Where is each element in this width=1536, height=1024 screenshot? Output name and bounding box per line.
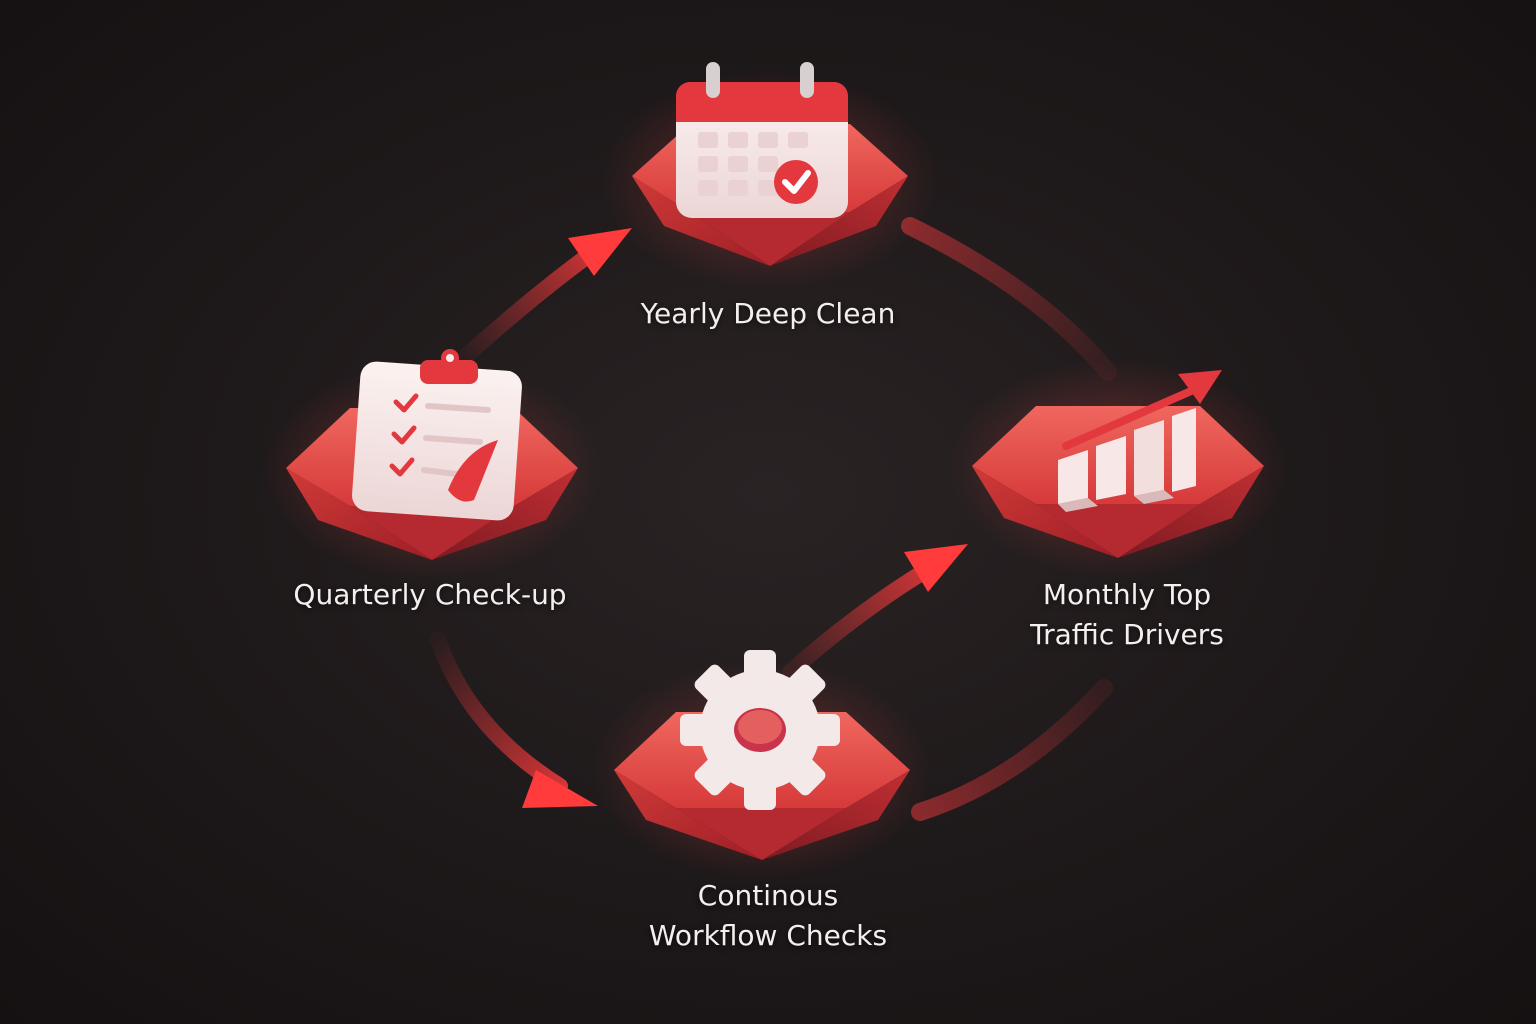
arrowhead-icon xyxy=(904,544,968,592)
label-line: Quarterly Check-up xyxy=(293,578,567,611)
label-monthly-top-traffic-drivers: Monthly Top Traffic Drivers xyxy=(927,575,1327,655)
edge-quarterly-to-continuous xyxy=(430,632,598,808)
edge-quarterly-to-yearly xyxy=(458,228,632,364)
node-yearly xyxy=(600,62,940,290)
label-line: Workflow Checks xyxy=(648,919,888,952)
node-monthly xyxy=(948,358,1288,578)
edge-yearly-to-monthly xyxy=(901,217,1117,381)
edge-continuous-to-monthly xyxy=(782,544,968,680)
arrowhead-icon xyxy=(568,228,632,276)
node-continuous xyxy=(592,650,932,880)
edge-monthly-to-continuous xyxy=(911,679,1113,821)
label-line: Monthly Top xyxy=(1042,578,1212,611)
gear-icon xyxy=(680,650,840,810)
node-quarterly xyxy=(262,349,602,580)
bar-chart-growth-icon xyxy=(1058,370,1222,512)
label-continuous-workflow-checks: Continous Workflow Checks xyxy=(568,876,968,956)
label-line: Yearly Deep Clean xyxy=(640,297,896,330)
clipboard-checklist-icon xyxy=(352,349,522,521)
label-line: Continous xyxy=(697,879,839,912)
label-yearly-deep-clean: Yearly Deep Clean xyxy=(568,294,968,334)
arrowhead-icon xyxy=(522,770,598,808)
label-line: Traffic Drivers xyxy=(1030,618,1224,651)
calendar-check-icon xyxy=(676,62,848,218)
label-quarterly-check-up: Quarterly Check-up xyxy=(230,575,630,615)
